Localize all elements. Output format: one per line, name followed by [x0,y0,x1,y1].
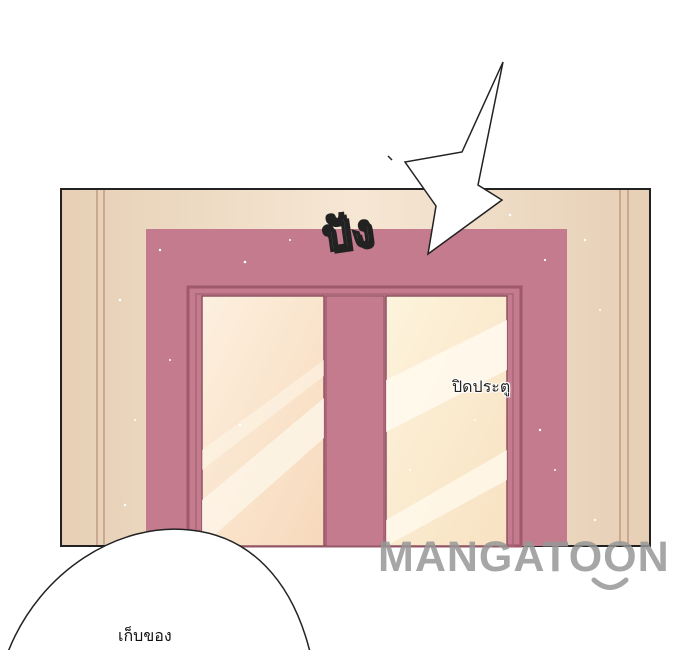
door-glass-right [385,295,508,547]
watermark-text: MANGATOON [378,533,670,581]
door-pillar [325,295,385,547]
sparkle-dots [118,213,601,522]
watermark-smile-icon [591,577,629,590]
speech-bubble-text: เก็บของ [118,626,172,645]
sound-effect-text: ปัง [318,204,378,264]
speech-tick [387,155,393,161]
watermark: MANGATOON [378,533,670,582]
speech-bubble [8,528,311,650]
door-glass-left [201,295,325,547]
jagged-speech-tail [403,61,504,256]
door-sign-text: ปิดประตู [452,377,511,396]
